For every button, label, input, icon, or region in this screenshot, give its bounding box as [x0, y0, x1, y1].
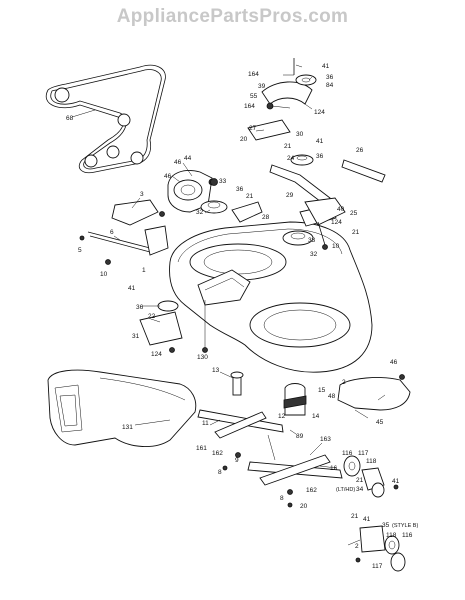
callout-8: 8: [280, 495, 284, 502]
callout-21: 21: [351, 513, 359, 520]
deck-housing: [169, 221, 373, 373]
callout-46: 46: [174, 159, 182, 166]
callout-39: 39: [258, 83, 266, 90]
callout-24: 24: [287, 155, 295, 162]
callout-33: 33: [308, 237, 316, 244]
callout-46: 46: [164, 173, 172, 180]
callout-34: 34: [356, 486, 364, 493]
callout-25: 25: [350, 210, 358, 217]
callout-41: 41: [128, 285, 136, 292]
callout-21: 21: [284, 143, 292, 150]
leader-lines: [71, 64, 386, 469]
gauge-wheel-b: [347, 525, 406, 572]
callout-6: 6: [110, 229, 114, 236]
gauge-wheel-a: [343, 455, 399, 498]
callout-118: 118: [366, 458, 377, 465]
callout-124: 124: [314, 109, 325, 116]
callout-41: 41: [322, 63, 330, 70]
callout-84: 84: [326, 82, 334, 89]
callout-41: 41: [363, 516, 371, 523]
callout-36: 36: [326, 74, 334, 81]
callout-8: 8: [218, 469, 222, 476]
callout-41: 41: [392, 478, 400, 485]
note-style-b: (STYLE B): [392, 523, 418, 529]
callout-46: 46: [390, 359, 398, 366]
callout-131: 131: [122, 424, 133, 431]
callout-48: 48: [328, 393, 336, 400]
callout-164: 164: [244, 103, 255, 110]
callout-162: 162: [212, 450, 223, 457]
callout-32: 32: [310, 251, 318, 258]
callout-9: 9: [235, 457, 239, 464]
callout-31: 31: [132, 333, 140, 340]
callout-20: 20: [300, 503, 308, 510]
callout-22: 22: [148, 313, 156, 320]
callout-2: 2: [355, 543, 359, 550]
side-baffle: [337, 374, 411, 419]
callout-10: 10: [100, 271, 108, 278]
callout-35: 35: [382, 522, 390, 529]
callout-116: 116: [402, 532, 413, 539]
callout-20: 20: [240, 136, 248, 143]
callout-45: 45: [376, 419, 384, 426]
callout-1: 1: [142, 267, 146, 274]
note-lt-hd: (LT/HD): [336, 487, 355, 493]
callout-124: 124: [151, 351, 162, 358]
callout-32: 32: [196, 209, 204, 216]
callout-14: 14: [312, 413, 320, 420]
callout-27: 27: [249, 125, 257, 132]
callout-130: 130: [197, 354, 208, 361]
deck-hanger-bracket: [111, 199, 165, 226]
callout-117: 117: [372, 563, 383, 570]
callout-10: 10: [332, 243, 340, 250]
callout-21: 21: [352, 229, 360, 236]
callout-44: 44: [184, 155, 192, 162]
left-blade-spindle: [197, 371, 284, 471]
callout-3: 3: [140, 191, 144, 198]
callout-16: 16: [330, 465, 338, 472]
discharge-chute: [47, 369, 197, 447]
callout-30: 30: [296, 131, 304, 138]
watermark: AppliancePartsPros.com: [116, 6, 349, 27]
callout-163: 163: [320, 436, 331, 443]
callout-21: 21: [246, 193, 254, 200]
callout-41: 41: [316, 138, 324, 145]
callout-164: 164: [248, 71, 259, 78]
lift-link-arm: [269, 159, 386, 250]
right-blade-spindle: [247, 383, 343, 508]
deck-rod: [79, 225, 169, 265]
callout-12: 12: [278, 413, 286, 420]
callout-28: 28: [262, 214, 270, 221]
center-pulley: [200, 178, 263, 223]
callout-21: 21: [356, 477, 364, 484]
callout-36: 36: [136, 304, 144, 311]
callout-2: 2: [342, 379, 346, 386]
callout-15: 15: [318, 387, 326, 394]
callout-116: 116: [342, 450, 353, 457]
callout-55: 55: [250, 93, 258, 100]
callout-36: 36: [236, 186, 244, 193]
callout-29: 29: [286, 192, 294, 199]
callout-36: 36: [316, 153, 324, 160]
callout-labels: 68 46 46 41 164 36 84 39 55 164 124 27 2…: [66, 63, 413, 570]
callout-162: 162: [306, 487, 317, 494]
callout-11: 11: [202, 420, 209, 427]
callout-33: 33: [219, 178, 227, 185]
callout-26: 26: [356, 147, 364, 154]
callout-117: 117: [358, 450, 369, 457]
callout-68: 68: [66, 115, 74, 122]
callout-118: 118: [386, 532, 397, 539]
callout-161: 161: [196, 445, 207, 452]
top-idler-bracket: [247, 58, 317, 166]
callout-40: 40: [337, 206, 345, 213]
callout-13: 13: [212, 367, 220, 374]
drive-belt: [45, 64, 166, 174]
callout-5: 5: [78, 247, 82, 254]
callout-89: 89: [296, 433, 304, 440]
front-hanger-bracket: [139, 300, 208, 353]
callout-124: 124: [331, 219, 342, 226]
